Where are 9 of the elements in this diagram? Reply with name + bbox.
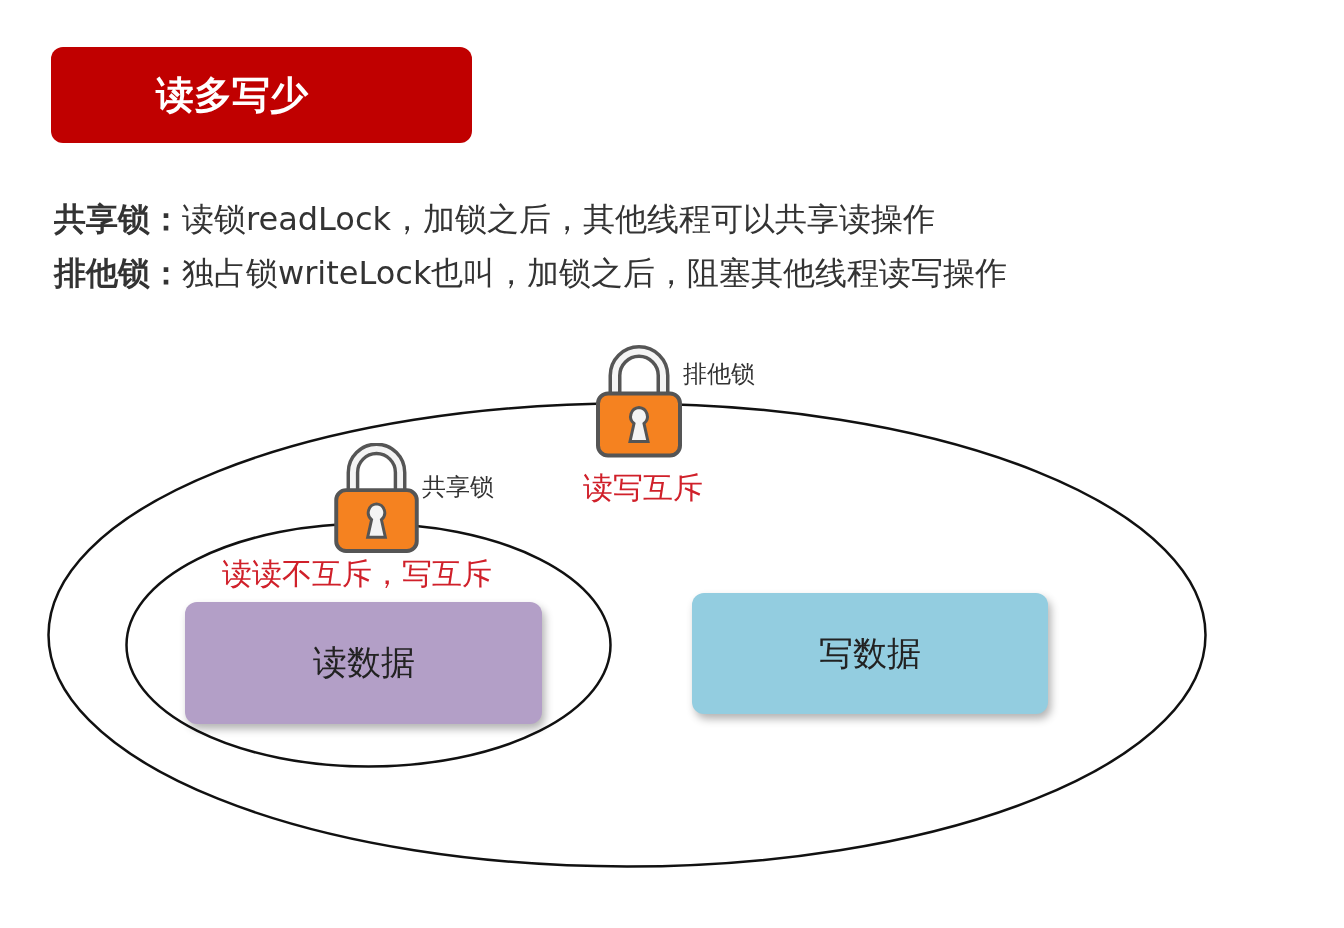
data-box: 读数据	[185, 602, 542, 724]
description-text: 排他锁：独占锁writeLock也叫，加锁之后，阻塞其他线程读写操作	[54, 253, 1008, 294]
lock-label: 排他锁	[683, 359, 755, 390]
data-box: 写数据	[692, 593, 1048, 714]
mutex-label: 读读不互斥，写互斥	[222, 555, 492, 593]
title-banner: 读多写少	[51, 47, 472, 143]
lock-label: 共享锁	[422, 472, 494, 503]
description-text: 共享锁：读锁readLock，加锁之后，其他线程可以共享读操作	[54, 199, 936, 240]
mutex-label: 读写互斥	[583, 469, 703, 507]
